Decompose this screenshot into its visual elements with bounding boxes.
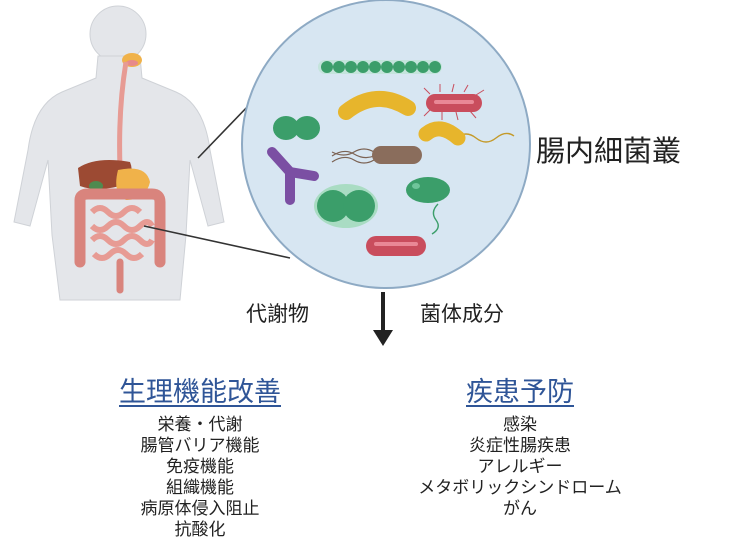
bacterial-components-label: 菌体成分 [420, 298, 504, 328]
metabolites-label: 代謝物 [246, 298, 309, 328]
disease-item: アレルギー [396, 457, 644, 478]
disease-item: 炎症性腸疾患 [396, 436, 644, 457]
benefit-item: 抗酸化 [94, 520, 306, 541]
physiological-improvement-column: 生理機能改善 栄養・代謝 腸管バリア機能 免疫機能 組織機能 病原体侵入阻止 抗… [94, 370, 306, 541]
microbiota-title: 腸内細菌叢 [536, 128, 681, 170]
physiological-improvement-heading: 生理機能改善 [94, 370, 306, 409]
physiological-improvement-list: 栄養・代謝 腸管バリア機能 免疫機能 組織機能 病原体侵入阻止 抗酸化 [94, 415, 306, 541]
red-rod-bacterium [366, 236, 426, 256]
disease-item: 感染 [396, 415, 644, 436]
down-arrow [373, 292, 393, 346]
human-body-illustration [14, 6, 224, 300]
benefit-item: 組織機能 [94, 478, 306, 499]
disease-prevention-column: 疾患予防 感染 炎症性腸疾患 アレルギー メタボリックシンドローム がん [396, 370, 644, 520]
benefit-item: 栄養・代謝 [94, 415, 306, 436]
disease-prevention-list: 感染 炎症性腸疾患 アレルギー メタボリックシンドローム がん [396, 415, 644, 520]
benefit-item: 病原体侵入阻止 [94, 499, 306, 520]
disease-prevention-heading: 疾患予防 [396, 370, 644, 409]
disease-item: がん [396, 499, 644, 520]
green-diplococcus-large [314, 184, 378, 228]
chain-bacterium [318, 60, 442, 74]
disease-item: メタボリックシンドローム [396, 478, 644, 499]
benefit-item: 腸管バリア機能 [94, 436, 306, 457]
benefit-item: 免疫機能 [94, 457, 306, 478]
